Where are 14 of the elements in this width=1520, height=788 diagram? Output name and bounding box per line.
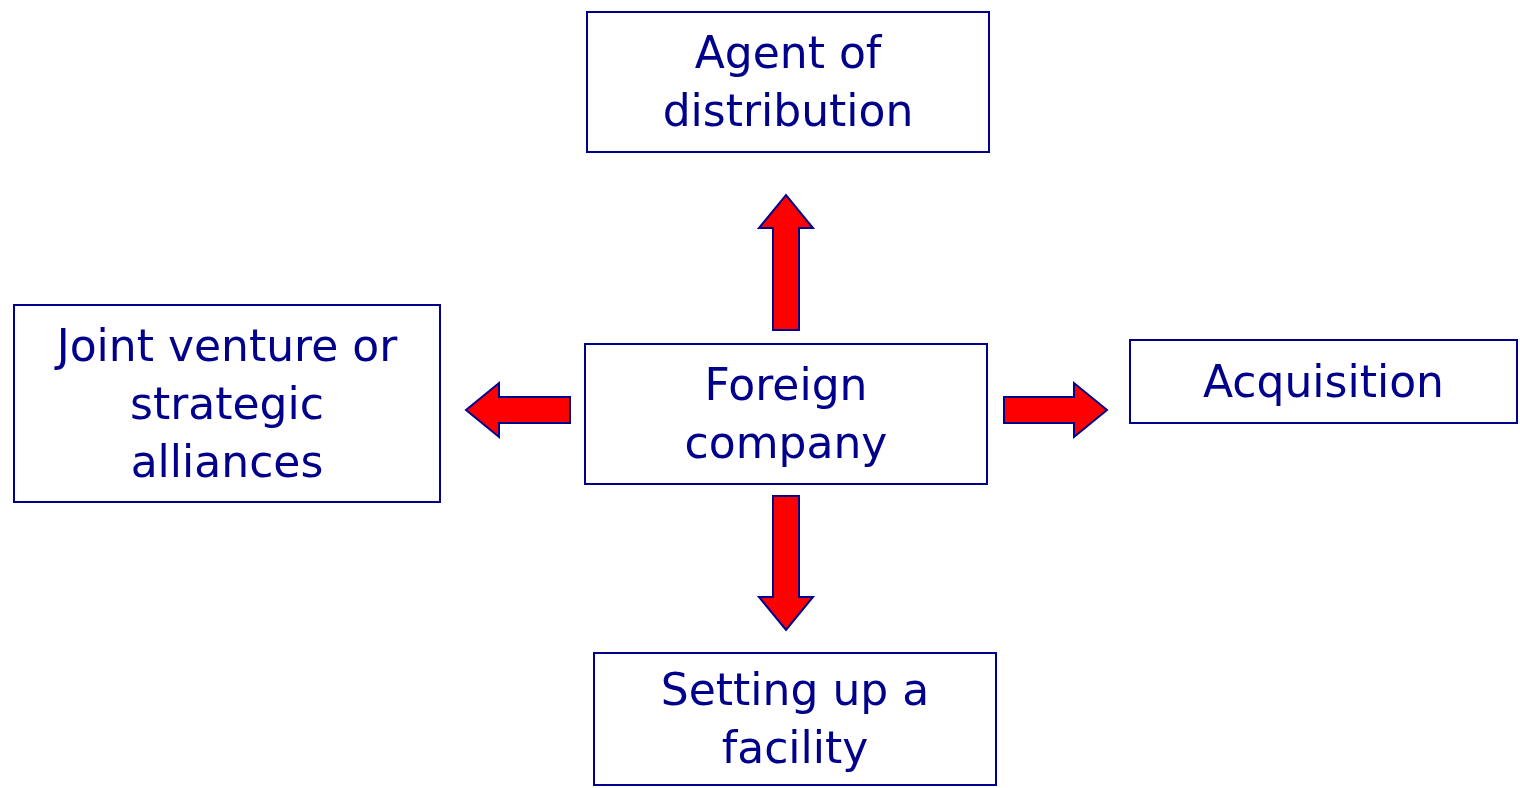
process-box (593, 652, 997, 786)
process-box (1129, 339, 1518, 424)
process-box (584, 343, 988, 485)
process-box (586, 11, 990, 153)
block-arrow (756, 495, 816, 632)
block-arrow (464, 380, 571, 440)
box-label: Foreign company (683, 358, 889, 470)
box-label: Setting up a facility (659, 663, 931, 775)
box-label: Agent of distribution (661, 26, 915, 138)
process-box (13, 304, 441, 503)
block-arrow (1003, 380, 1109, 440)
box-label: Joint venture or strategic alliances (55, 318, 399, 489)
block-arrow (756, 193, 816, 331)
box-label: Acquisition (1203, 354, 1444, 409)
